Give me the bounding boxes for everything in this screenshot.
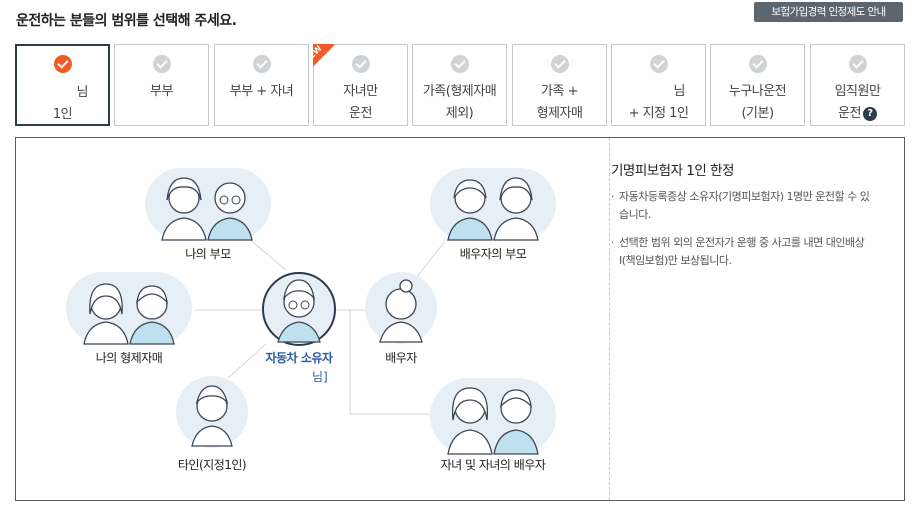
- check-icon: [351, 55, 370, 73]
- tab-label-line1: 임직원만: [834, 84, 881, 99]
- check-icon: [550, 55, 569, 73]
- designated-person-icon: [176, 376, 248, 448]
- tab-label-line2: (기본): [741, 106, 774, 121]
- check-icon: [848, 55, 867, 73]
- tab-label-line1: 부부: [150, 84, 173, 99]
- scope-info-text: 자동차등록증상 소유자(기명피보험자) 1명만 운전할 수 있습니다.: [619, 190, 870, 221]
- scope-info-item: · 자동차등록증상 소유자(기명피보험자) 1명만 운전할 수 있습니다.: [611, 188, 871, 224]
- check-icon: [252, 55, 271, 73]
- label-children: 자녀 및 자녀의 배우자: [440, 458, 546, 472]
- tab-employees-only[interactable]: 임직원만 운전?: [810, 44, 905, 126]
- tab-label-line2: 운전: [349, 106, 372, 121]
- insurance-career-guide-button[interactable]: 보험가입경력 인정제도 안내: [754, 2, 903, 22]
- tab-label-line1: 님: [76, 85, 89, 100]
- tab-label-line1: 가족 +: [541, 84, 578, 99]
- relationship-diagram: 나의 부모 나의 형제자매 타인(지정1인) 자동차 소유자 님] 배우자의 부…: [16, 138, 609, 500]
- tab-label-line1: 부부 + 자녀: [229, 84, 294, 99]
- new-badge-label: NEW: [313, 44, 335, 77]
- label-spouse-parents: 배우자의 부모: [459, 247, 527, 261]
- siblings-icon: [66, 272, 192, 345]
- panel-divider: [609, 138, 610, 500]
- tab-family-siblings[interactable]: 가족 + 형제자매: [512, 44, 607, 126]
- check-icon: [53, 55, 72, 73]
- tab-couple[interactable]: 부부: [114, 44, 209, 126]
- scope-info-item: · 선택한 범위 외의 운전자가 운행 중 사고를 내면 대인배상I(책임보험)…: [611, 234, 871, 270]
- spouse-parents-icon: [430, 168, 556, 241]
- tab-couple-children[interactable]: 부부 + 자녀: [214, 44, 309, 126]
- tab-owner-plus-one[interactable]: 님 + 지정 1인: [611, 44, 706, 126]
- scope-info-title: 기명피보험자 1인 한정: [611, 163, 734, 179]
- label-designated-person: 타인(지정1인): [177, 458, 247, 472]
- bullet: ·: [611, 236, 615, 249]
- connector-lines: [194, 237, 447, 415]
- tab-label-line1: 누구나운전: [728, 84, 787, 99]
- check-icon: [649, 55, 668, 73]
- driver-scope-tabs: 님 1인 부부 부부 + 자녀 NEW 자녀만 운전 가족(형제자매 제외) 가…: [15, 44, 905, 126]
- help-icon[interactable]: ?: [862, 107, 877, 121]
- label-parents: 나의 부모: [185, 247, 231, 261]
- spouse-icon: [365, 272, 437, 344]
- tab-label-line1: 자녀만: [343, 84, 378, 99]
- label-owner-name: 님]: [312, 370, 328, 384]
- tab-label-line2: 형제자매: [536, 106, 583, 121]
- tab-label-line2-text: 운전: [838, 106, 861, 121]
- tab-owner-only[interactable]: 님 1인: [15, 44, 110, 126]
- bullet: ·: [611, 190, 615, 203]
- tab-label-line2: + 지정 1인: [628, 106, 689, 121]
- tab-label-line1: 님: [673, 84, 686, 99]
- check-icon: [450, 55, 469, 73]
- tab-label-line2: 운전?: [811, 102, 904, 121]
- check-icon: [748, 55, 767, 73]
- scope-info-text: 선택한 범위 외의 운전자가 운행 중 사고를 내면 대인배상I(책임보험)만 …: [619, 236, 865, 267]
- new-badge: NEW: [313, 44, 353, 84]
- tab-label-line1: 가족(형제자매: [422, 84, 497, 99]
- tab-children-only[interactable]: NEW 자녀만 운전: [313, 44, 408, 126]
- scope-detail-panel: 나의 부모 나의 형제자매 타인(지정1인) 자동차 소유자 님] 배우자의 부…: [15, 137, 905, 501]
- tab-anyone[interactable]: 누구나운전 (기본): [710, 44, 805, 126]
- tab-family-excl-siblings[interactable]: 가족(형제자매 제외): [412, 44, 507, 126]
- tab-label-line2: 1인: [52, 107, 73, 122]
- children-icon: [430, 378, 556, 455]
- diagram-svg: [66, 168, 556, 455]
- page-title: 운전하는 분들의 범위를 선택해 주세요.: [16, 13, 237, 29]
- car-owner-icon: [262, 272, 336, 346]
- label-siblings: 나의 형제자매: [95, 351, 163, 365]
- parents-icon: [145, 168, 271, 241]
- label-spouse: 배우자: [385, 351, 417, 365]
- tab-label-line2: 제외): [445, 106, 474, 121]
- label-car-owner: 자동차 소유자: [265, 351, 333, 365]
- check-icon: [152, 55, 171, 73]
